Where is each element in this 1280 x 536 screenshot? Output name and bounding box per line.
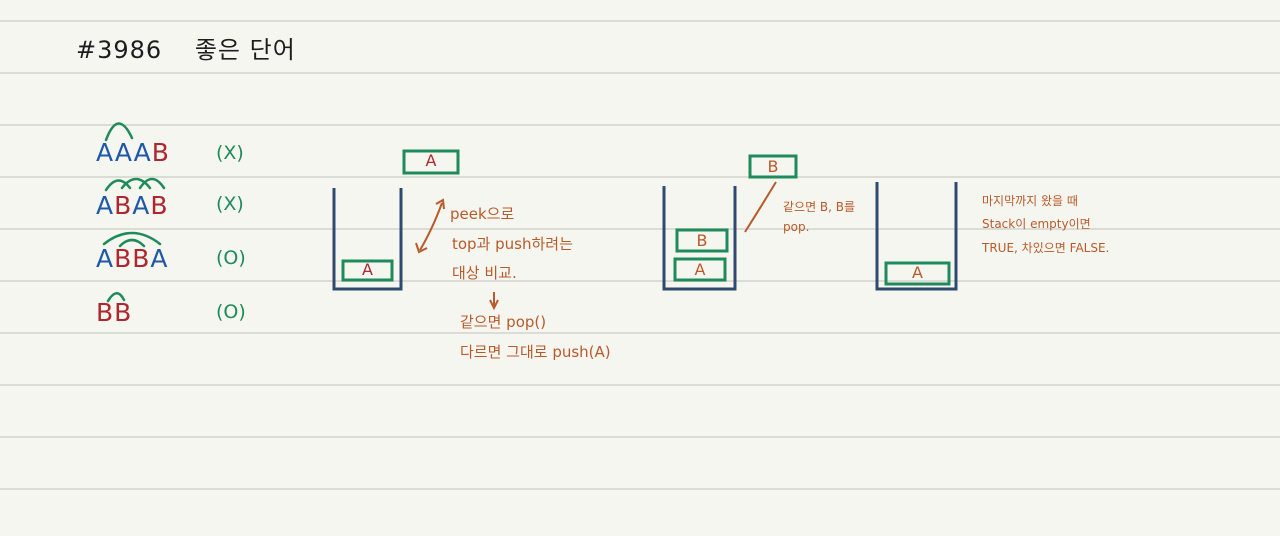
- letter: B: [114, 191, 133, 220]
- stack1-element-label: A: [362, 260, 373, 279]
- letter: B: [150, 191, 169, 220]
- pointer-line: [744, 181, 777, 233]
- note3-line3: TRUE, 차있으면 FALSE.: [982, 241, 1110, 255]
- note1-line5: 다르면 그대로 push(A): [460, 343, 611, 361]
- note3-line1: 마지막까지 왔을 때: [982, 194, 1078, 208]
- problem-number: #3986: [76, 36, 163, 64]
- pair-arc: [118, 238, 146, 248]
- stack-container: [662, 186, 737, 291]
- stack2-top-label: B: [696, 231, 708, 250]
- problem-title: 좋은 단어: [194, 36, 296, 64]
- example-word-3: ABBA: [96, 244, 169, 273]
- stack-element: [675, 228, 729, 253]
- letter: A: [96, 191, 115, 220]
- pair-arc: [120, 177, 152, 190]
- note1-line4: 같으면 pop(): [460, 313, 547, 331]
- letter: B: [114, 298, 133, 327]
- stack3-element-label: A: [912, 263, 923, 282]
- letter: B: [96, 298, 115, 327]
- stack-container: [875, 182, 958, 291]
- example-word-4: BB: [96, 298, 132, 327]
- letter: A: [114, 138, 134, 167]
- letter: A: [96, 138, 115, 167]
- stack2-incoming-label: B: [767, 157, 779, 176]
- letter: B: [132, 244, 151, 273]
- pair-arc: [106, 292, 126, 303]
- incoming-element: [748, 154, 798, 179]
- incoming-element: [402, 149, 460, 175]
- note1-line2: top과 push하려는: [452, 235, 573, 253]
- arrowhead: [415, 242, 428, 254]
- stack2-bottom-label: A: [694, 260, 706, 279]
- pair-arc: [138, 177, 166, 190]
- example-word-1: AAAB: [96, 138, 170, 167]
- note1-line1: peek으로: [450, 205, 515, 223]
- letter: A: [132, 191, 151, 220]
- note2-line1: 같으면 B, B를: [783, 200, 856, 214]
- stack-element: [341, 259, 394, 282]
- example-word-2: ABAB: [96, 191, 169, 220]
- letter: B: [114, 244, 133, 273]
- pair-arc: [104, 179, 132, 192]
- note2-line2: pop.: [783, 220, 810, 234]
- note3-line2: Stack이 empty이면: [982, 217, 1091, 231]
- note1-line3: 대상 비교.: [452, 264, 517, 282]
- example-result-2: (X): [216, 193, 244, 215]
- example-result-3: (O): [216, 247, 246, 269]
- letter: A: [133, 138, 152, 167]
- arrow-down: [489, 292, 499, 311]
- letter: B: [151, 138, 170, 167]
- stack1-incoming-label: A: [425, 151, 437, 170]
- letter: A: [150, 244, 169, 273]
- pair-arc: [104, 122, 134, 142]
- page-title: #3986 좋은 단어: [76, 30, 296, 65]
- arrow: [419, 202, 443, 251]
- stack-container: [332, 188, 403, 291]
- example-result-4: (O): [216, 301, 246, 323]
- letter: A: [96, 244, 115, 273]
- pair-arc: [102, 231, 162, 246]
- arrowhead: [435, 198, 445, 210]
- stack-element: [673, 257, 727, 282]
- example-result-1: (X): [216, 142, 244, 164]
- stack-element: [884, 261, 951, 286]
